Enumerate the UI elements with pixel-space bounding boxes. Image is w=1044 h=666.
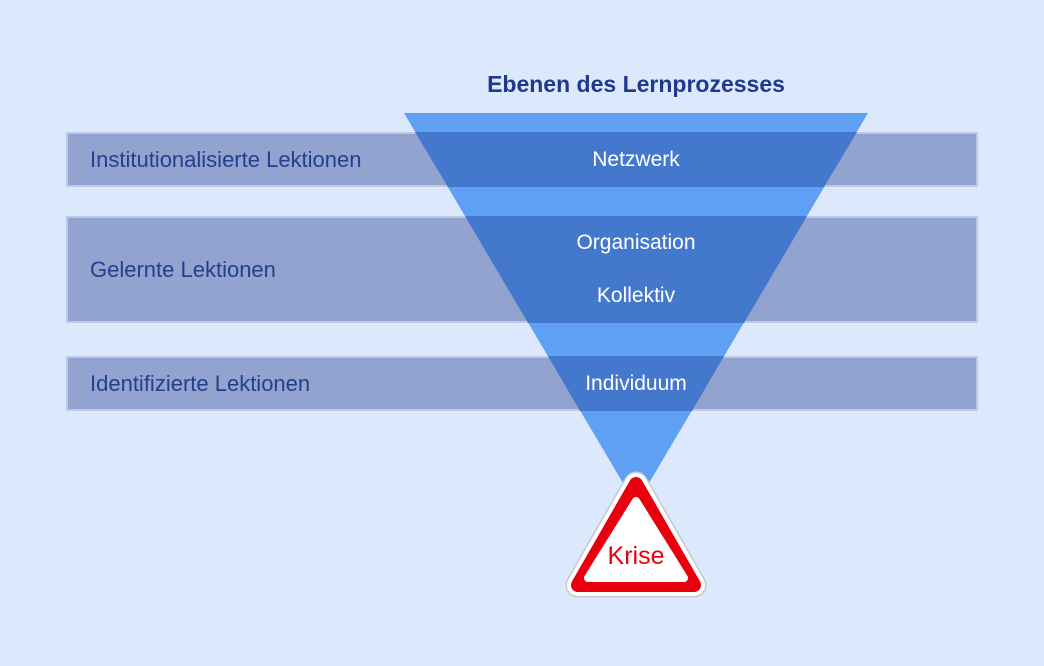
bar-label: Gelernte Lektionen [90,256,276,282]
bar-label: Identifizierte Lektionen [90,370,311,396]
diagram-title: Ebenen des Lernprozesses [487,71,785,97]
crisis-label: Krise [607,542,665,570]
bar-label: Institutionalisierte Lektionen [90,146,362,172]
funnel-level-netzwerk: Netzwerk [592,147,680,171]
funnel-level-organisation: Organisation [576,231,696,254]
funnel-level-individuum: Individuum [585,371,687,395]
bar-identified-lessons: Identifizierte Lektionen [66,356,978,411]
funnel-level-kollektiv: Kollektiv [596,284,676,307]
